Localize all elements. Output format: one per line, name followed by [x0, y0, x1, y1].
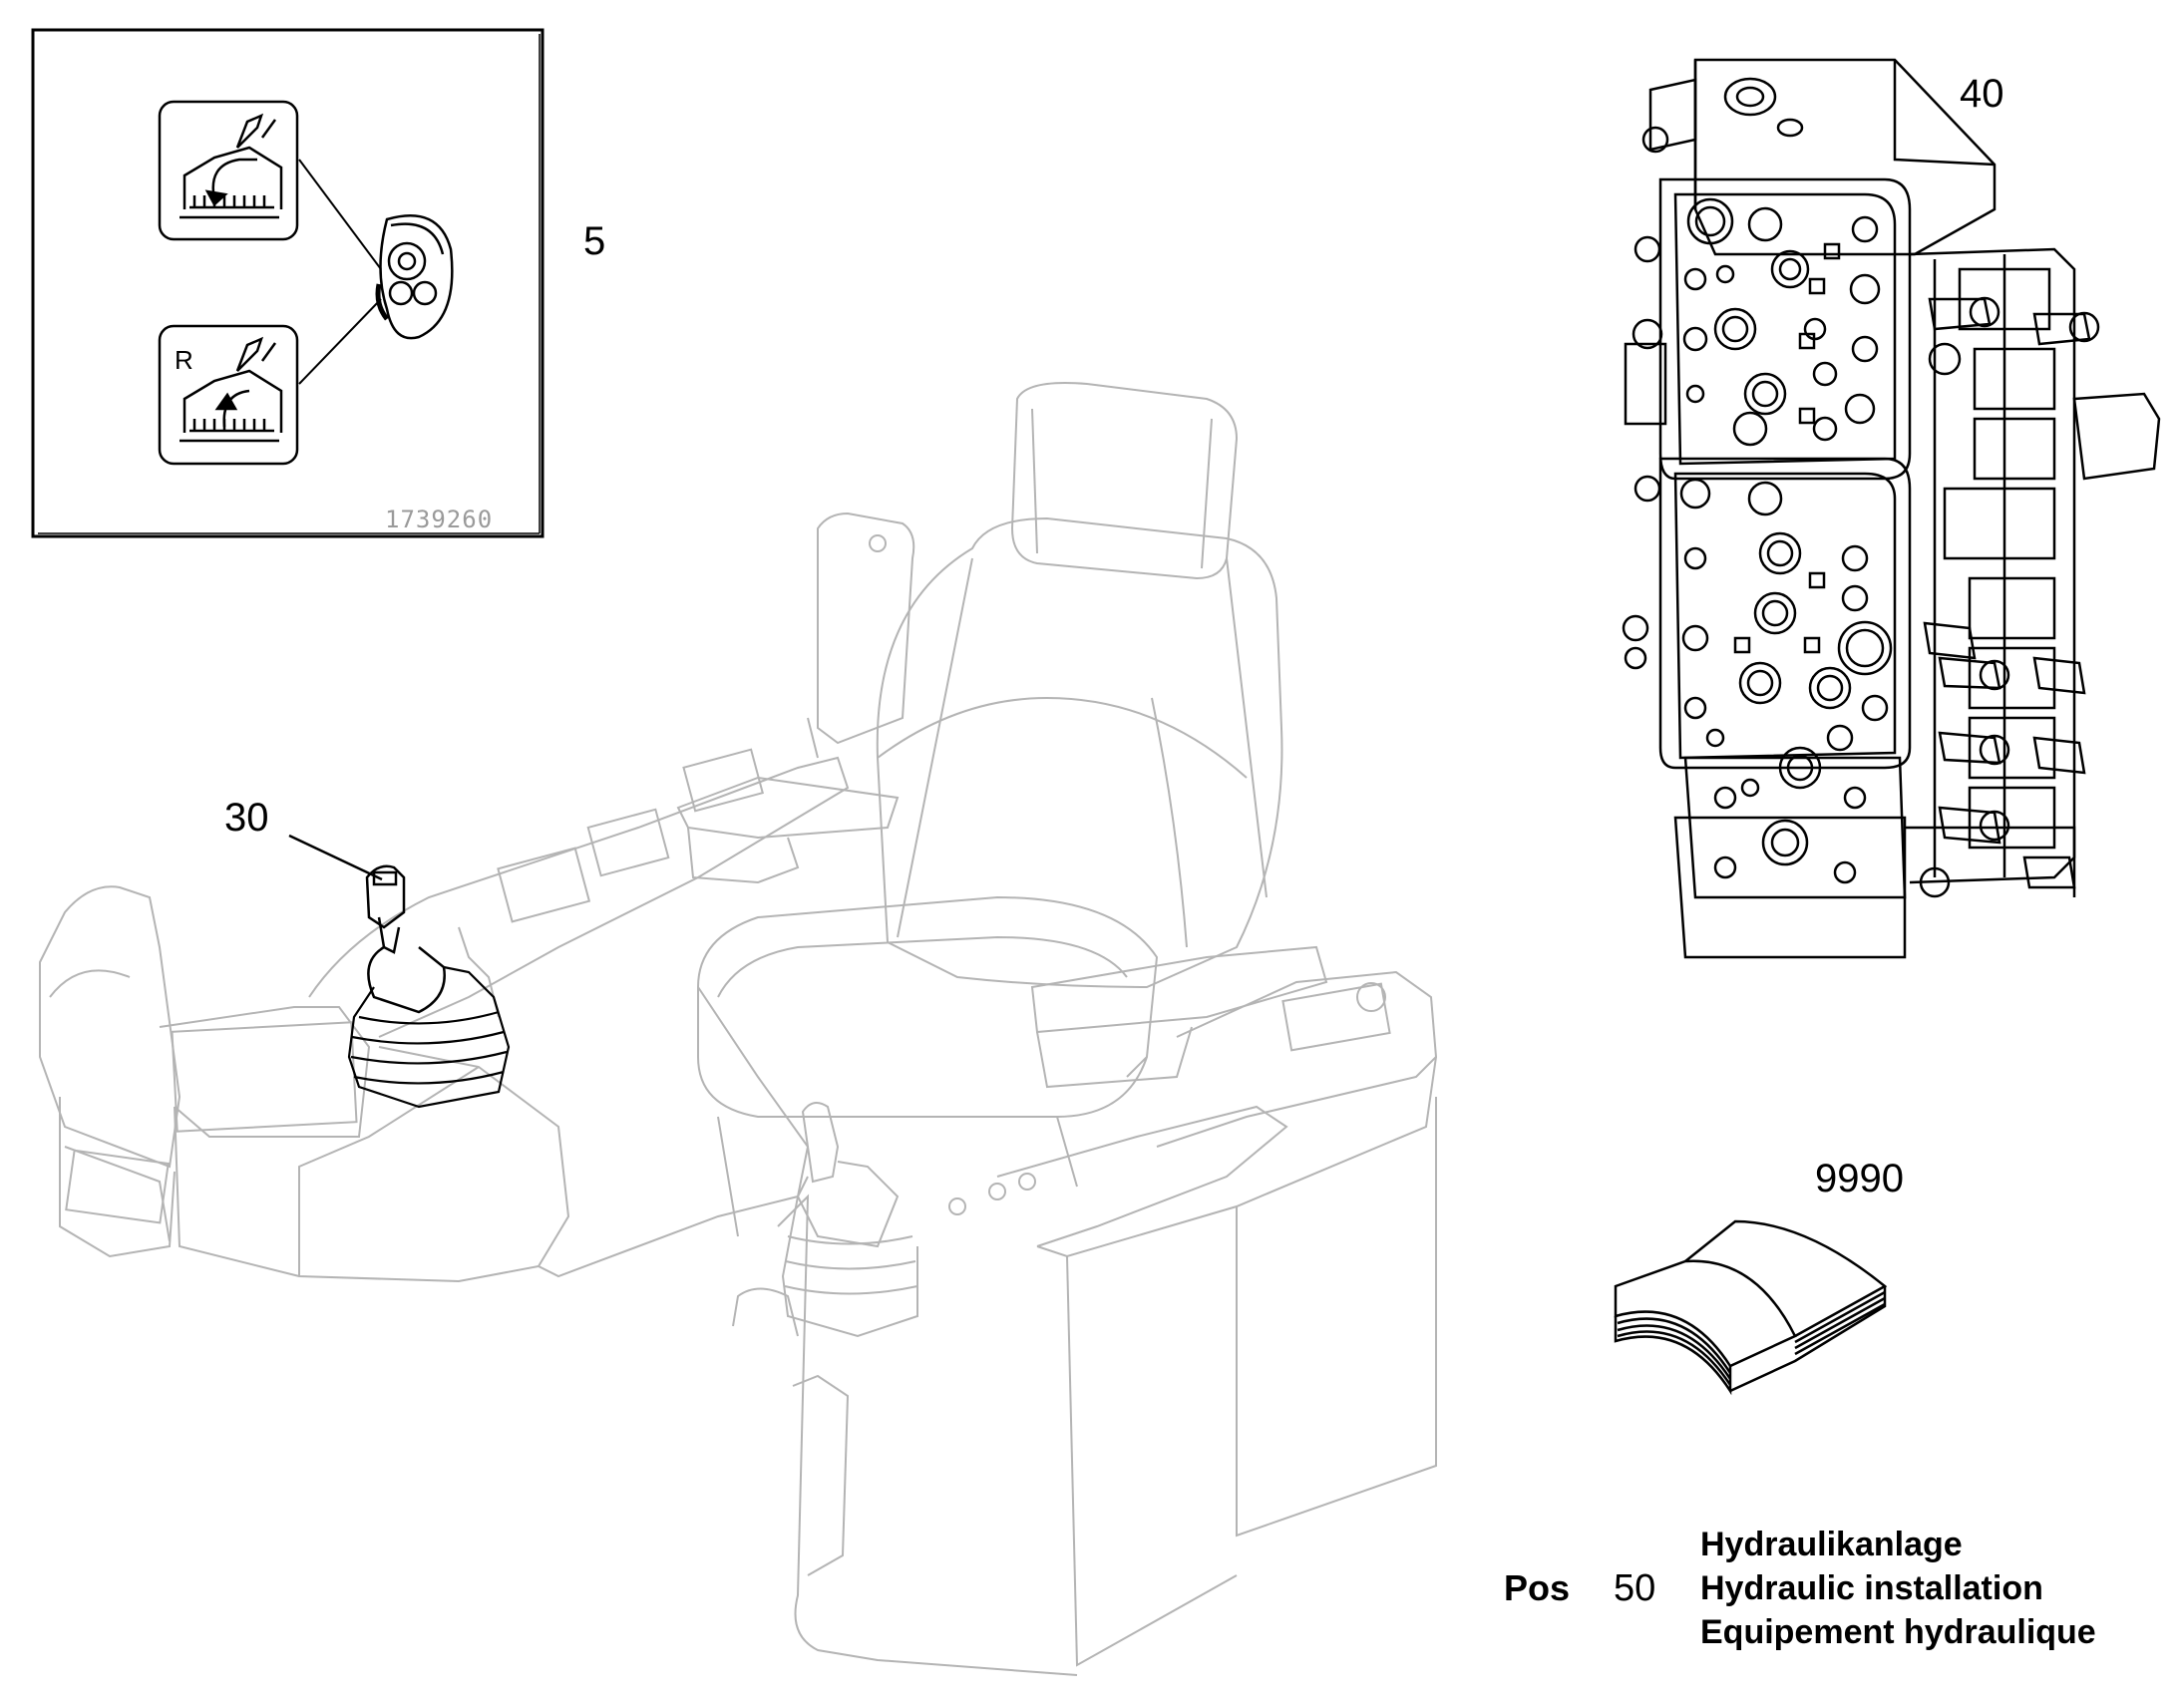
callout-9990: 9990	[1815, 1157, 1904, 1200]
manual-book-icon	[1614, 1219, 1888, 1396]
title-english: Hydraulic installation	[1700, 1569, 2043, 1607]
callout-5: 5	[583, 219, 606, 263]
svg-text:R: R	[175, 345, 193, 375]
inset-frame	[31, 28, 545, 538]
left-control-console	[39, 512, 915, 1283]
callout-40: 40	[1960, 72, 2004, 116]
switch-knob-icon	[298, 159, 454, 385]
callout-30: 30	[224, 796, 269, 840]
operator-seat	[676, 382, 1328, 1337]
inset-drawing-code: 1739260	[385, 506, 494, 533]
title-block: Pos 50 Hydraulikanlage Hydraulic install…	[1504, 1520, 2142, 1669]
title-german: Hydraulikanlage	[1700, 1526, 1963, 1563]
right-control-console	[777, 970, 1438, 1676]
control-valve-block	[1622, 58, 2161, 959]
title-french: Equipement hydraulique	[1700, 1613, 2096, 1651]
left-joystick	[365, 864, 446, 1014]
bucket-reverse-decal-icon: R	[158, 324, 299, 466]
leader-line-30	[288, 834, 383, 881]
bucket-decal-icon	[158, 100, 299, 241]
pos-number: 50	[1614, 1567, 1656, 1609]
right-joystick	[781, 1102, 918, 1338]
pos-label: Pos	[1504, 1567, 1571, 1608]
left-joystick-boot	[347, 965, 511, 1109]
